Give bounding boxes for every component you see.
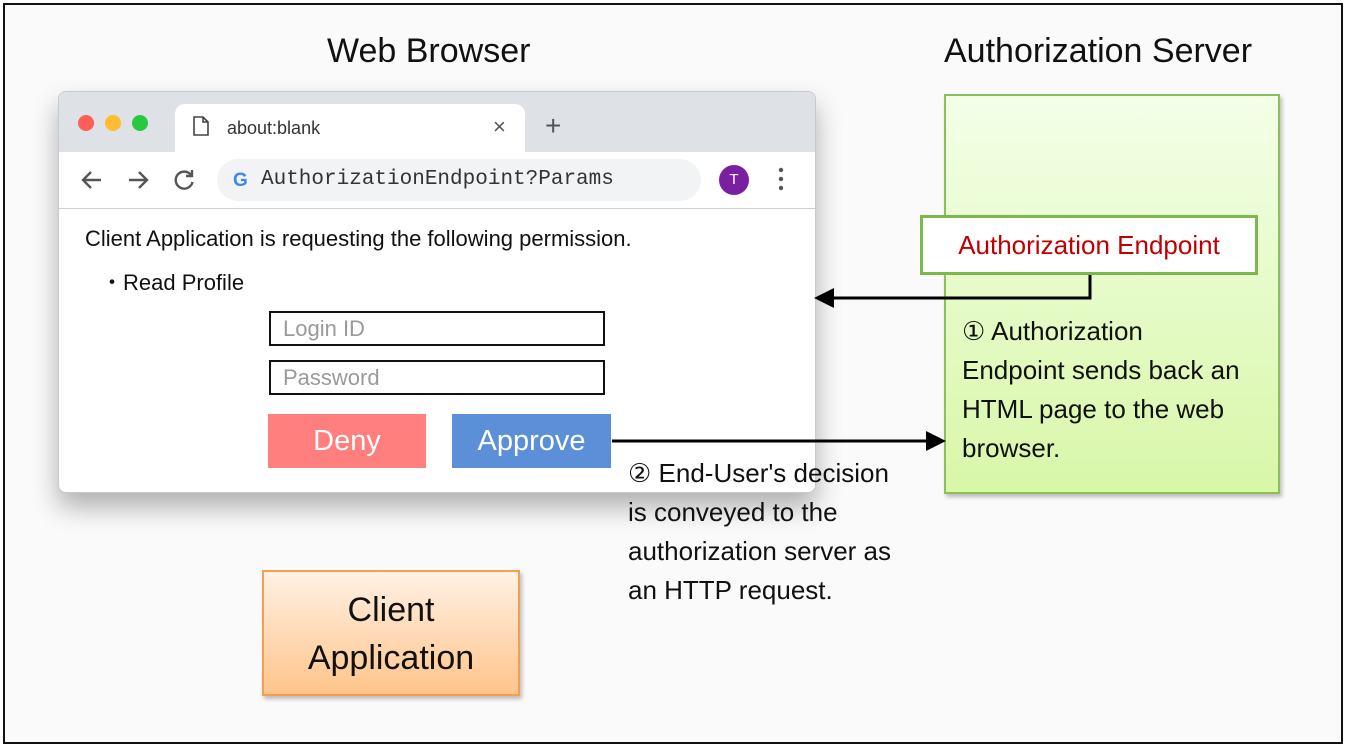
approve-button[interactable]: Approve	[452, 414, 611, 468]
step-1-line: ① Authorization	[962, 316, 1143, 346]
authorization-server-heading: Authorization Server	[944, 32, 1253, 70]
forward-arrow-icon[interactable]	[125, 167, 151, 198]
response-arrow-line	[832, 274, 1092, 300]
step-1-line: Endpoint sends back an	[962, 355, 1240, 385]
browser-titlebar: about:blank × +	[59, 92, 815, 154]
web-browser-heading: Web Browser	[327, 32, 531, 70]
step-2-note: ② End-User's decision is conveyed to the…	[628, 454, 891, 610]
deny-button[interactable]: Deny	[268, 414, 426, 468]
address-bar[interactable]: G AuthorizationEndpoint?Params	[217, 159, 701, 201]
tab-title: about:blank	[227, 118, 321, 138]
client-application-box: Client Application	[262, 570, 520, 696]
password-input[interactable]	[269, 360, 605, 395]
reload-icon[interactable]	[171, 167, 197, 198]
tab-close-icon[interactable]: ×	[493, 114, 506, 139]
google-icon: G	[233, 170, 248, 191]
response-arrowhead	[814, 288, 834, 308]
step-2-line: authorization server as	[628, 536, 892, 566]
step-2-line: an HTTP request.	[628, 575, 833, 605]
step-2-line: is conveyed to the	[628, 497, 838, 527]
minimize-window-icon[interactable]	[105, 115, 121, 131]
menu-kebab-icon[interactable]	[777, 164, 785, 199]
authorization-endpoint-box: Authorization Endpoint	[920, 215, 1258, 275]
back-arrow-icon[interactable]	[79, 167, 105, 198]
step-1-line: HTML page to the web	[962, 394, 1225, 424]
permission-item: ・Read Profile	[101, 270, 245, 295]
new-tab-icon[interactable]: +	[545, 110, 562, 141]
step-2-line: ② End-User's decision	[628, 458, 889, 488]
client-box-line: Application	[307, 639, 475, 677]
close-window-icon[interactable]	[78, 115, 94, 131]
browser-window: about:blank × + G AuthorizationEndpoint?…	[58, 91, 816, 493]
zoom-window-icon[interactable]	[132, 115, 148, 131]
client-box-line: Client	[347, 591, 435, 629]
login-id-input[interactable]	[269, 311, 605, 346]
browser-tab[interactable]: about:blank ×	[175, 104, 525, 154]
page-icon	[193, 116, 209, 141]
authorization-server-box	[944, 94, 1280, 494]
step-1-note: ① Authorization Endpoint sends back an H…	[962, 312, 1240, 468]
address-url: AuthorizationEndpoint?Params	[261, 168, 614, 191]
profile-avatar[interactable]: T	[719, 165, 749, 195]
permission-request-message: Client Application is requesting the fol…	[85, 226, 632, 251]
step-1-line: browser.	[962, 433, 1061, 463]
browser-toolbar: G AuthorizationEndpoint?Params T	[59, 152, 815, 209]
request-arrowhead	[926, 431, 946, 451]
